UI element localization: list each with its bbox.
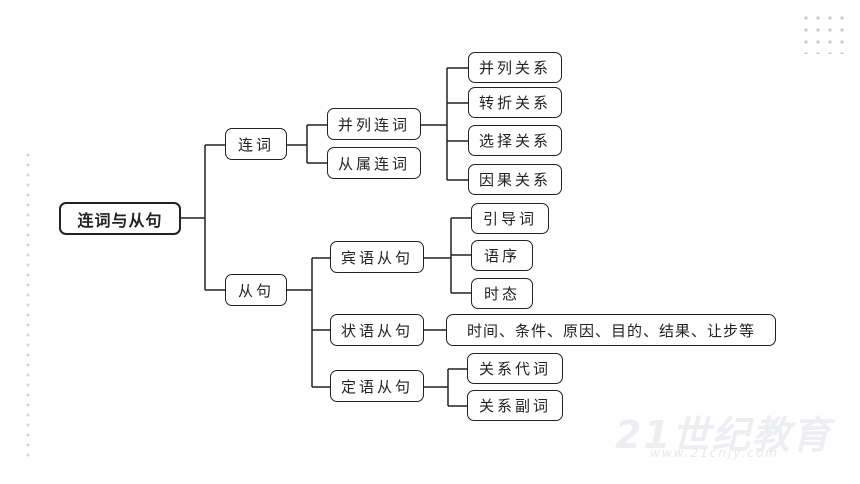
node-adverbial-types: 时间、条件、原因、目的、结果、让步等 xyxy=(446,314,776,346)
watermark-url: www.21cnjy.com xyxy=(650,446,779,460)
node-conj: 连词 xyxy=(225,128,287,160)
node-word-order: 语序 xyxy=(471,240,533,271)
connector-conj xyxy=(287,124,327,164)
node-coord-conj: 并列连词 xyxy=(327,108,421,140)
decorative-dotted-line xyxy=(26,150,30,460)
connector-root xyxy=(181,144,225,291)
node-cause: 因果关系 xyxy=(468,164,562,195)
node-rel-pronoun: 关系代词 xyxy=(467,353,563,384)
node-transition: 转折关系 xyxy=(468,87,562,118)
node-parallel: 并列关系 xyxy=(468,52,562,83)
node-tense: 时态 xyxy=(471,278,533,309)
node-subord-conj: 从属连词 xyxy=(327,147,421,179)
node-intro-word: 引导词 xyxy=(471,203,549,234)
node-object-clause: 宾语从句 xyxy=(330,241,424,273)
connector-clause xyxy=(287,257,330,388)
connector-attributive xyxy=(424,368,467,407)
connector-object xyxy=(424,217,471,294)
node-clause: 从句 xyxy=(225,274,287,306)
node-attributive-clause: 定语从句 xyxy=(330,370,424,402)
root-node: 连词与从句 xyxy=(59,202,181,235)
node-choice: 选择关系 xyxy=(468,125,562,156)
node-rel-adverb: 关系副词 xyxy=(467,390,563,421)
connector-coord xyxy=(421,67,468,181)
decorative-dot-grid xyxy=(800,12,846,54)
watermark-logo: 21世纪教育 xyxy=(615,413,832,457)
node-adverbial-clause: 状语从句 xyxy=(330,314,424,346)
